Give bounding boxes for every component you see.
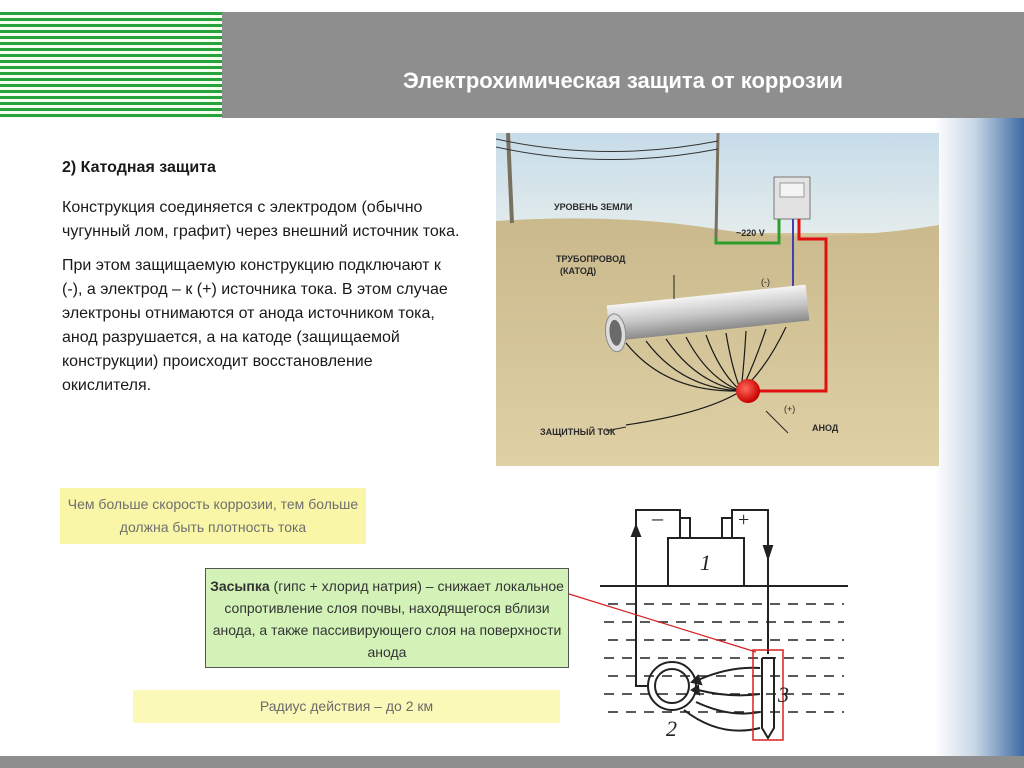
plus-label: (+) <box>784 404 795 414</box>
pipeline-label: ТРУБОПРОВОД <box>556 254 626 264</box>
minus-sign: – <box>651 505 664 530</box>
slide-title: Электрохимическая защита от коррозии <box>403 68 843 93</box>
green-striped-corner <box>0 12 222 118</box>
minus-label: (-) <box>761 277 770 287</box>
cathode-label: (КАТОД) <box>560 266 596 276</box>
soil <box>496 218 939 466</box>
section-heading: 2) Катодная защита <box>62 159 216 176</box>
utility-pole <box>506 133 514 224</box>
protective-current-label: ЗАЩИТНЫЙ ТОК <box>540 426 616 437</box>
backfill-definition: (гипс + хлорид натрия) – снижает локальн… <box>212 578 564 660</box>
anode-label: АНОД <box>812 423 839 433</box>
utility-pole <box>714 133 720 238</box>
backfill-pointer-line <box>568 593 757 653</box>
label-3: 3 <box>777 682 789 707</box>
anode-rod <box>761 657 775 740</box>
anode-highlight <box>752 649 784 741</box>
current-density-note: Чем больше скорость коррозии, тем больше… <box>60 488 366 544</box>
radius-note: Радиус действия – до 2 км <box>133 690 560 723</box>
paragraph-connection: Конструкция соединяется с электродом (об… <box>62 199 460 240</box>
voltage-label: ~220 V <box>736 228 765 238</box>
plus-sign: + <box>738 509 749 531</box>
label-2: 2 <box>666 716 677 741</box>
ground-level-label: УРОВЕНЬ ЗЕМЛИ <box>554 202 632 212</box>
right-gradient-band <box>934 118 1024 756</box>
current-source-box <box>667 537 745 587</box>
backfill-note: Засыпка (гипс + хлорид натрия) – снижает… <box>205 568 569 668</box>
pipeline <box>606 284 810 342</box>
anode-ball <box>736 379 760 403</box>
supply-wire <box>714 219 781 245</box>
cathodic-protection-illustration: УРОВЕНЬ ЗЕМЛИ ~220 V ТРУБОПРОВОД (КАТОД)… <box>496 133 939 466</box>
paragraph-mechanism: При этом защищаемую конструкцию подключа… <box>62 257 448 394</box>
main-text: 2) Катодная защита Конструкция соединяет… <box>62 156 462 408</box>
protective-current-arrows <box>625 326 787 426</box>
label-1: 1 <box>700 550 711 575</box>
footer-bar <box>0 756 1024 768</box>
backfill-term: Засыпка <box>210 578 270 594</box>
cathodic-protection-scheme: – + 1 2 3 <box>600 505 848 741</box>
header-bar: Электрохимическая защита от коррозии <box>222 12 1024 118</box>
positive-wire <box>758 219 828 393</box>
